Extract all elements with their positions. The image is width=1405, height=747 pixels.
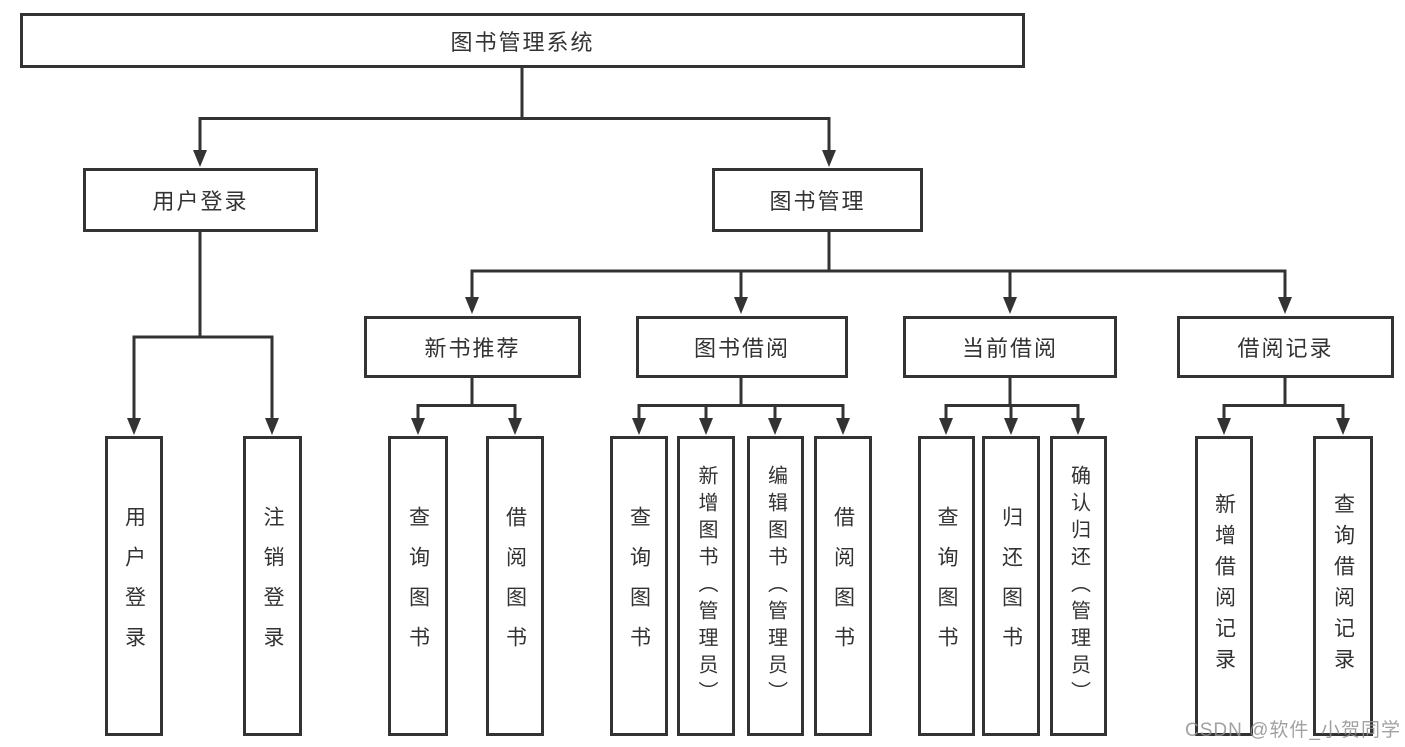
- leaf-borrow-query-books: 查询图书: [610, 436, 668, 736]
- watermark: CSDN @软件_小贺同学: [1185, 720, 1401, 741]
- node-user-login: 用户登录: [83, 168, 318, 232]
- leaf-records-add-record: 新增借阅记录: [1195, 436, 1253, 736]
- leaf-borrow-query-books-label: 查询图书: [627, 506, 651, 666]
- connector-paths: [132, 67, 1345, 419]
- leaf-recommend-query-books: 查询图书: [388, 436, 448, 736]
- leaf-current-confirm-return-admin: 确认归还（管理员）: [1050, 436, 1107, 736]
- node-new-book-recommendation-label: 新书推荐: [424, 336, 521, 361]
- leaf-logout: 注销登录: [243, 436, 302, 736]
- node-user-login-label: 用户登录: [152, 189, 249, 214]
- leaf-current-return-books: 归还图书: [982, 436, 1040, 736]
- node-book-borrowing-label: 图书借阅: [693, 336, 790, 361]
- leaf-borrow-edit-books-admin-label: 编辑图书（管理员）: [764, 464, 787, 708]
- arrowheads: [127, 150, 1350, 435]
- leaf-recommend-borrow-books-label: 借阅图书: [503, 506, 527, 666]
- leaf-current-query-books-label: 查询图书: [935, 506, 958, 666]
- leaf-borrow-borrow-books: 借阅图书: [814, 436, 872, 736]
- node-root: 图书管理系统: [20, 13, 1025, 68]
- node-current-borrowing-label: 当前借阅: [961, 336, 1058, 361]
- node-book-management-label: 图书管理: [769, 189, 866, 214]
- node-new-book-recommendation: 新书推荐: [364, 316, 581, 378]
- leaf-user-login: 用户登录: [105, 436, 163, 736]
- leaf-records-add-record-label: 新增借阅记录: [1212, 493, 1236, 679]
- leaf-recommend-query-books-label: 查询图书: [406, 506, 430, 666]
- leaf-borrow-borrow-books-label: 借阅图书: [831, 506, 855, 666]
- leaf-current-query-books: 查询图书: [918, 436, 975, 736]
- leaf-current-return-books-label: 归还图书: [999, 506, 1023, 666]
- leaf-user-login-label: 用户登录: [122, 506, 146, 666]
- leaf-current-confirm-return-admin-label: 确认归还（管理员）: [1067, 464, 1090, 708]
- leaf-records-query-record: 查询借阅记录: [1313, 436, 1373, 736]
- leaf-borrow-edit-books-admin: 编辑图书（管理员）: [747, 436, 804, 736]
- node-book-management: 图书管理: [712, 168, 923, 232]
- node-current-borrowing: 当前借阅: [903, 316, 1117, 378]
- node-borrowing-records: 借阅记录: [1177, 316, 1394, 378]
- node-borrowing-records-label: 借阅记录: [1237, 336, 1334, 361]
- leaf-records-query-record-label: 查询借阅记录: [1331, 493, 1355, 679]
- leaf-borrow-add-books-admin: 新增图书（管理员）: [677, 436, 735, 736]
- leaf-borrow-add-books-admin-label: 新增图书（管理员）: [695, 464, 717, 708]
- node-book-borrowing: 图书借阅: [636, 316, 848, 378]
- leaf-recommend-borrow-books: 借阅图书: [486, 436, 544, 736]
- leaf-logout-label: 注销登录: [261, 506, 284, 666]
- node-root-label: 图书管理系统: [450, 29, 595, 55]
